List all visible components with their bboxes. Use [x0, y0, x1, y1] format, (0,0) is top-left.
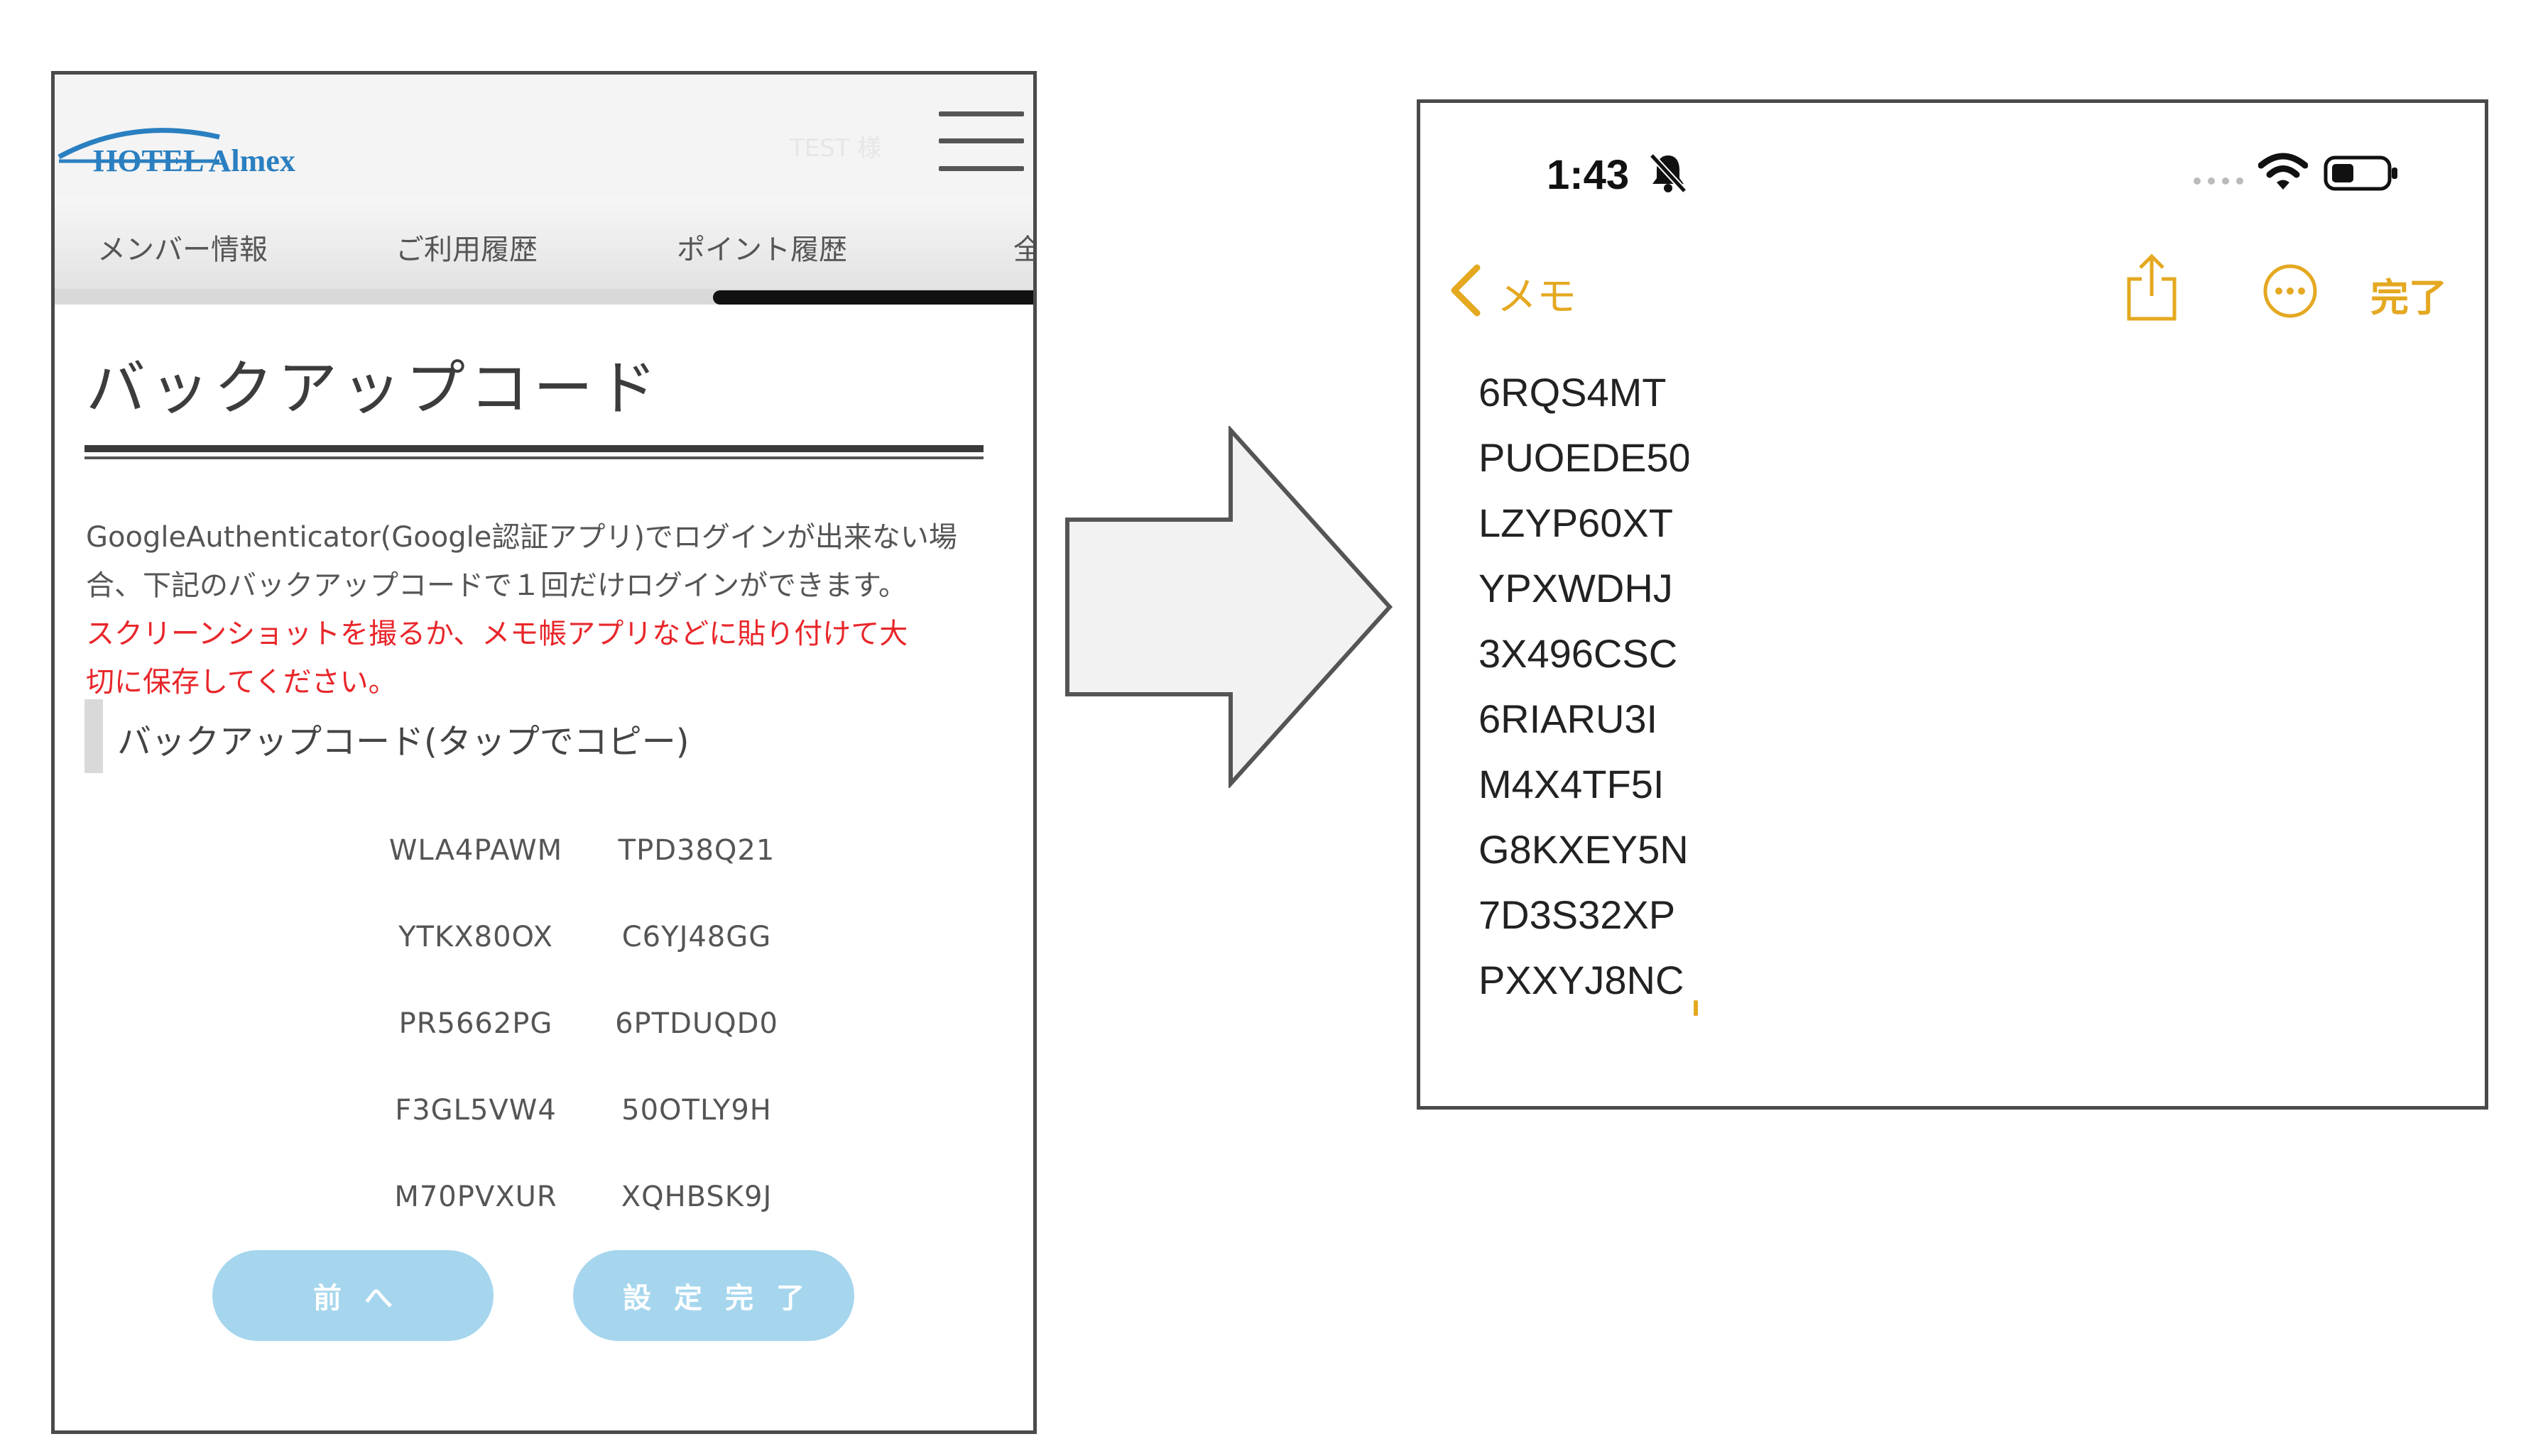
backup-code[interactable]: YTKX80OX: [398, 921, 553, 953]
tab-scroll-thumb[interactable]: [713, 290, 1033, 305]
warning-line: スクリーンショットを撮るか、メモ帳アプリなどに貼り付けて大: [86, 618, 908, 650]
site-header: HOTEL Almex TEST 様: [55, 75, 1033, 197]
backup-code[interactable]: WLA4PAWM: [388, 834, 563, 867]
right-arrow-icon: [1065, 426, 1393, 788]
note-line: 6RQS4MT: [1478, 370, 1667, 415]
user-name: TEST 様: [790, 134, 882, 163]
page-title: バックアップコード: [86, 354, 662, 423]
note-line: G8KXEY5N: [1478, 827, 1689, 872]
backup-code[interactable]: M70PVXUR: [394, 1181, 557, 1213]
backup-code[interactable]: 50OTLY9H: [621, 1094, 772, 1127]
status-time: 1:43: [1547, 152, 1630, 198]
tab-point-history[interactable]: ポイント履歴: [677, 234, 847, 266]
note-line: 7D3S32XP: [1478, 892, 1676, 937]
note-line: PUOEDE50: [1478, 435, 1689, 480]
share-icon[interactable]: [2123, 252, 2180, 323]
bell-muted-icon: [1649, 153, 1687, 194]
tab-usage-history[interactable]: ご利用履歴: [396, 234, 538, 266]
warning-line: 切に保存してください。: [86, 666, 397, 699]
back-chevron-icon[interactable]: [1447, 263, 1483, 317]
battery-low-icon: [2324, 155, 2397, 191]
backup-code[interactable]: XQHBSK9J: [621, 1181, 773, 1213]
nav-tab-bar: メンバー情報 ご利用履歴 ポイント履歴 全: [55, 197, 1033, 289]
title-divider: [85, 445, 984, 452]
note-line: 6RIARU3I: [1478, 696, 1658, 741]
prev-button[interactable]: 前へ: [212, 1250, 494, 1341]
tab-all[interactable]: 全: [1013, 226, 1033, 268]
note-line: M4X4TF5I: [1478, 762, 1665, 806]
tab-member-info[interactable]: メンバー情報: [97, 234, 268, 266]
notes-app-panel: 1:43 メモ 完了 6RQS4MT PUOEDE50 LZYP60X: [1417, 99, 2488, 1110]
wifi-icon: [2258, 153, 2308, 190]
title-divider-thin: [85, 456, 984, 459]
note-line: 3X496CSC: [1478, 631, 1678, 676]
description-line: GoogleAuthenticator(Google認証アプリ)でログインが出来…: [86, 521, 957, 554]
back-button-label[interactable]: メモ: [1497, 274, 1576, 320]
hotel-almex-logo[interactable]: HOTEL Almex: [55, 103, 367, 188]
note-body[interactable]: 6RQS4MT PUOEDE50 LZYP60XT YPXWDHJ 3X496C…: [1420, 103, 1689, 1106]
subheading-accent-bar: [85, 699, 103, 773]
note-line: YPXWDHJ: [1478, 566, 1673, 611]
backup-code[interactable]: TPD38Q21: [618, 834, 775, 867]
note-line: LZYP60XT: [1478, 500, 1673, 545]
hamburger-menu-icon[interactable]: [939, 111, 1024, 171]
signal-strength-icon: [2194, 177, 2243, 185]
backup-code[interactable]: 6PTDUQD0: [615, 1007, 778, 1040]
done-button[interactable]: 完了: [2370, 275, 2447, 320]
description-line: 合、下記のバックアップコードで１回だけログインができます。: [86, 569, 907, 602]
text-cursor: [1694, 1000, 1698, 1016]
note-line: PXXYJ8NC: [1478, 958, 1684, 1002]
backup-code[interactable]: C6YJ48GG: [621, 921, 772, 953]
logo-text-hotel: HOTEL Almex: [93, 143, 295, 178]
backup-code-subheading: バックアップコード(タップでコピー): [117, 722, 690, 762]
more-options-icon[interactable]: [2262, 263, 2318, 319]
backup-code[interactable]: PR5662PG: [398, 1007, 553, 1040]
website-panel: HOTEL Almex TEST 様 メンバー情報 ご利用履歴 ポイント履歴 全…: [51, 71, 1037, 1434]
setup-complete-button[interactable]: 設定完了: [573, 1250, 854, 1341]
backup-code[interactable]: F3GL5VW4: [395, 1094, 557, 1127]
